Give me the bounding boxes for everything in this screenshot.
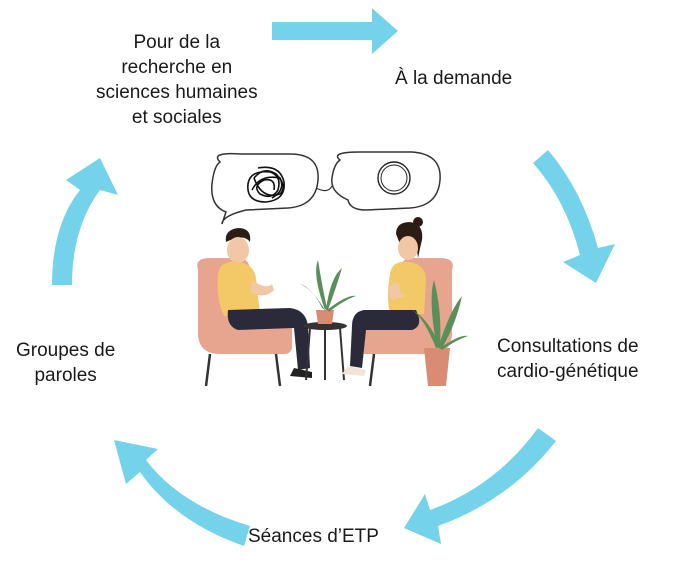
floor-plant-icon xyxy=(412,280,468,386)
node-label-line: cardio-génétique xyxy=(497,361,639,382)
node-label-line: et sociales xyxy=(131,107,222,128)
person-right xyxy=(342,217,426,376)
node-label-line: sciences humaines xyxy=(96,82,258,103)
node-label-line: recherche en xyxy=(121,57,233,78)
node-label-line: paroles xyxy=(34,365,97,386)
node-groupes-de-paroles: Groupes de paroles xyxy=(16,338,115,388)
plant-icon xyxy=(300,260,356,324)
node-label-line: Séances d’ETP xyxy=(248,526,379,547)
node-consultations: Consultations de cardio-génétique xyxy=(497,334,639,384)
arrow-consultations-to-etp xyxy=(404,428,556,544)
node-label-line: À la demande xyxy=(395,68,513,89)
arrow-etp-to-groupes xyxy=(114,440,250,546)
side-table xyxy=(303,322,347,381)
thought-bubble-left-icon xyxy=(211,152,319,225)
two-people-talking-in-armchairs-illustration xyxy=(197,151,468,387)
arrow-recherche-to-demande xyxy=(272,8,398,54)
node-label-line: Consultations de xyxy=(497,336,639,357)
node-a-la-demande: À la demande xyxy=(395,66,512,91)
arrow-groupes-to-recherche xyxy=(52,158,118,285)
person-left xyxy=(217,228,312,378)
arrow-demande-to-consultations xyxy=(533,150,615,283)
thought-bubble-right-icon xyxy=(331,151,441,211)
node-recherche-shs: Pour de la recherche en sciences humaine… xyxy=(96,30,258,130)
node-label-line: Groupes de xyxy=(16,340,116,361)
node-label-line: Pour de la xyxy=(133,32,221,53)
node-seances-etp: Séances d’ETP xyxy=(248,524,379,549)
